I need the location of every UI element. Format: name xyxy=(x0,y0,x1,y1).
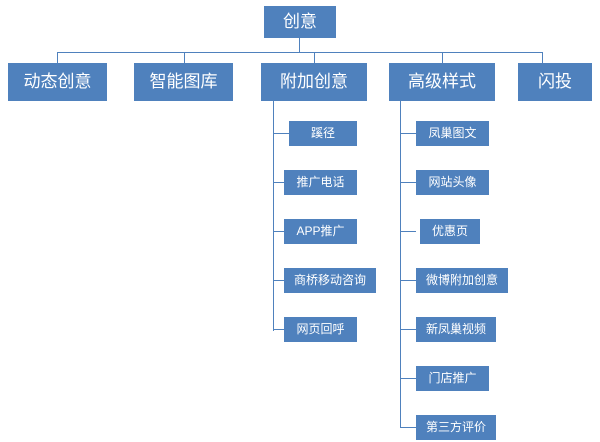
node-leaf-attached-1[interactable]: 蹊径 xyxy=(289,121,357,146)
node-root[interactable]: 创意 xyxy=(264,6,336,38)
node-leaf-attached-5[interactable]: 网页回呼 xyxy=(284,317,357,342)
node-leaf-advanced-7[interactable]: 第三方评价 xyxy=(416,415,496,440)
node-level1-flash-ad[interactable]: 闪投 xyxy=(518,63,592,101)
node-level1-label: 高级样式 xyxy=(408,71,476,91)
connector-advanced-spine xyxy=(400,101,401,427)
node-leaf-label: 微博附加创意 xyxy=(425,272,498,287)
connector-advanced-elbow-1 xyxy=(400,133,416,134)
connector-level1-drop-4 xyxy=(442,52,443,63)
connector-attached-elbow-4 xyxy=(273,280,289,281)
node-leaf-advanced-6[interactable]: 门店推广 xyxy=(416,366,489,391)
connector-advanced-elbow-5 xyxy=(400,329,416,330)
connector-attached-elbow-3 xyxy=(273,231,289,232)
node-leaf-advanced-5[interactable]: 新凤巢视频 xyxy=(416,317,496,342)
node-level1-label: 智能图库 xyxy=(149,71,218,91)
node-level1-attached-creative[interactable]: 附加创意 xyxy=(261,63,367,101)
node-leaf-label: 凤巢图文 xyxy=(428,125,477,140)
node-leaf-advanced-2[interactable]: 网站头像 xyxy=(416,170,489,195)
node-level1-label: 闪投 xyxy=(538,71,572,91)
connector-advanced-elbow-7 xyxy=(400,427,416,428)
node-leaf-advanced-4[interactable]: 微博附加创意 xyxy=(416,268,508,293)
connector-attached-elbow-2 xyxy=(273,182,289,183)
node-level1-advanced-style[interactable]: 高级样式 xyxy=(389,63,495,101)
node-leaf-label: 网页回呼 xyxy=(296,321,345,336)
connector-level1-bus xyxy=(57,52,542,53)
node-level1-label: 动态创意 xyxy=(23,71,92,91)
connector-level1-drop-1 xyxy=(57,52,58,63)
connector-attached-spine xyxy=(273,101,274,331)
node-leaf-label: APP推广 xyxy=(296,223,345,238)
connector-root-down xyxy=(299,38,300,52)
node-level1-smart-gallery[interactable]: 智能图库 xyxy=(134,63,233,101)
node-leaf-attached-3[interactable]: APP推广 xyxy=(284,219,357,244)
node-leaf-advanced-1[interactable]: 凤巢图文 xyxy=(416,121,489,146)
node-leaf-label: 门店推广 xyxy=(428,370,477,385)
node-leaf-attached-4[interactable]: 商桥移动咨询 xyxy=(284,268,376,293)
node-level1-dynamic-creative[interactable]: 动态创意 xyxy=(8,63,107,101)
node-root-label: 创意 xyxy=(283,11,317,31)
connector-attached-elbow-5 xyxy=(273,329,289,330)
connector-advanced-elbow-4 xyxy=(400,280,416,281)
node-leaf-attached-2[interactable]: 推广电话 xyxy=(284,170,357,195)
connector-level1-drop-5 xyxy=(542,52,543,63)
node-leaf-label: 推广电话 xyxy=(296,174,345,189)
connector-advanced-elbow-6 xyxy=(400,378,416,379)
node-leaf-advanced-3[interactable]: 优惠页 xyxy=(420,219,480,244)
node-level1-label: 附加创意 xyxy=(280,71,348,91)
connector-attached-elbow-1 xyxy=(273,133,289,134)
connector-level1-drop-3 xyxy=(314,52,315,63)
connector-level1-drop-2 xyxy=(184,52,185,63)
node-leaf-label: 网站头像 xyxy=(428,174,477,189)
connector-advanced-elbow-2 xyxy=(400,182,416,183)
connector-advanced-elbow-3 xyxy=(400,231,416,232)
node-leaf-label: 优惠页 xyxy=(431,223,468,238)
node-leaf-label: 第三方评价 xyxy=(425,419,486,434)
node-leaf-label: 新凤巢视频 xyxy=(425,321,486,336)
node-leaf-label: 商桥移动咨询 xyxy=(293,272,366,287)
node-leaf-label: 蹊径 xyxy=(310,125,335,140)
